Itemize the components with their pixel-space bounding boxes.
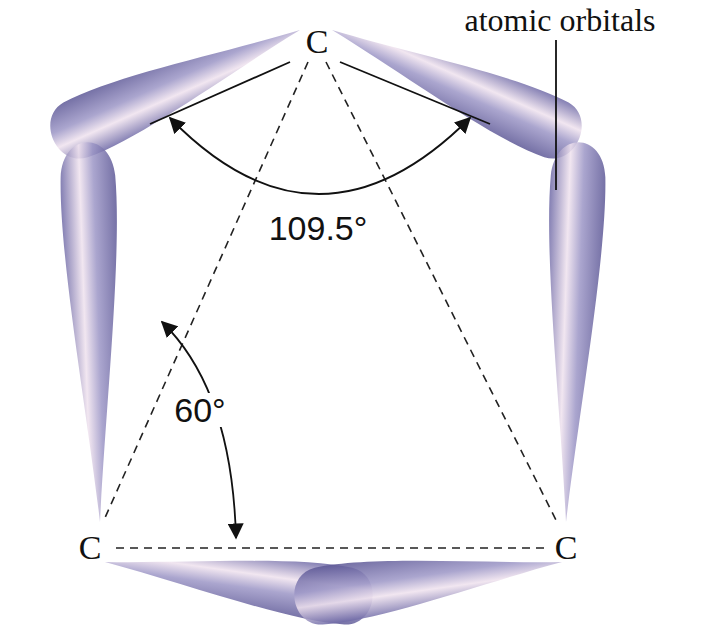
callout-label: atomic orbitals	[464, 4, 655, 36]
leader-line	[555, 40, 557, 190]
bond-triangle	[104, 62, 556, 548]
angle-label: 60°	[171, 393, 228, 427]
atom-label: C	[79, 531, 102, 565]
sp3-orbital-lobes	[41, 2, 607, 628]
atom-label: C	[555, 531, 578, 565]
angle-label: 109.5°	[266, 211, 371, 245]
angle-markers	[150, 62, 490, 538]
atom-label: C	[306, 25, 329, 59]
